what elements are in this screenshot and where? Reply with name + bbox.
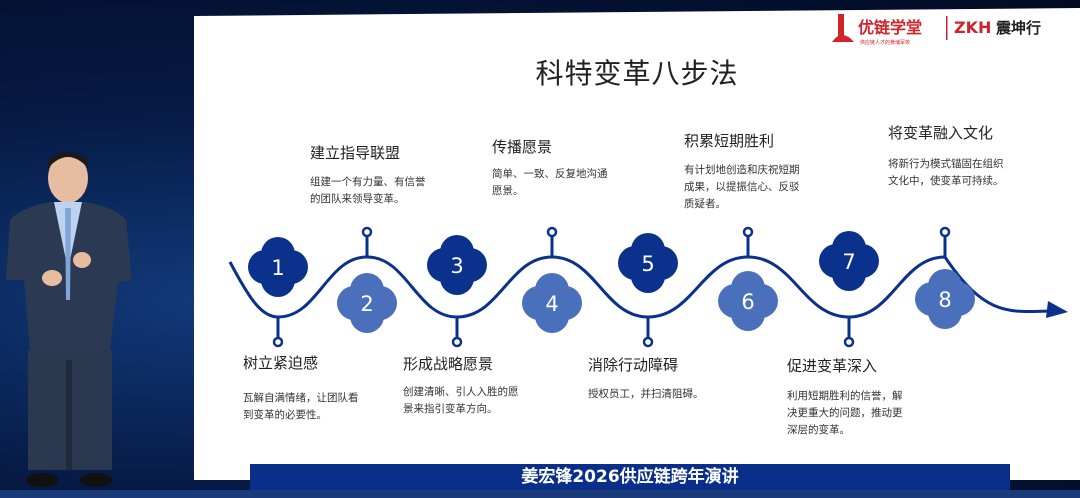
step-number: 4 [545, 292, 558, 316]
connector-pin-icon [272, 336, 284, 348]
step-title: 树立紧迫感 [243, 354, 319, 372]
step-description: 授权员工，并扫清阻碍。 [588, 388, 704, 400]
step-node-7: 7 [819, 231, 879, 291]
step-node-5: 5 [618, 233, 678, 293]
step-node-4: 4 [522, 273, 582, 333]
step-number: 1 [271, 256, 284, 280]
step-description: 有计划地创造和庆祝短期成果，以提振信心、反驳质疑者。 [684, 164, 800, 210]
speech-title-banner: 姜宏锋2026供应链跨年演讲 [250, 464, 1010, 490]
step-node-3: 3 [427, 235, 487, 295]
step-number: 8 [938, 288, 951, 312]
svg-text:震坤行: 震坤行 [996, 19, 1041, 37]
step-node-8: 8 [915, 269, 975, 329]
logo: 优链学堂 供应链人才的黄埔军校 ZKH 震坤行 [824, 8, 1080, 48]
connector-pin-icon [843, 336, 855, 348]
connector-pin-icon [451, 336, 463, 348]
step-description: 将新行为模式锚固在组织文化中，使变革可持续。 [888, 158, 1004, 187]
step-number: 3 [450, 254, 463, 278]
step-number: 2 [360, 292, 373, 316]
connector-pin-icon [742, 226, 754, 238]
svg-text:优链学堂: 优链学堂 [858, 18, 922, 37]
step-description: 瓦解自满情绪，让团队看到变革的必要性。 [243, 392, 359, 421]
svg-text:供应链人才的黄埔军校: 供应链人才的黄埔军校 [860, 39, 910, 46]
banner-background [0, 490, 1080, 498]
step-title: 形成战略愿景 [403, 355, 494, 373]
step-node-1: 1 [248, 237, 308, 297]
step-title: 积累短期胜利 [684, 132, 775, 150]
connector-pin-icon [546, 226, 558, 238]
step-title: 促进变革深入 [787, 357, 878, 375]
step-node-2: 2 [337, 273, 397, 333]
brand-logo-icon: 优链学堂 供应链人才的黄埔军校 ZKH 震坤行 [832, 14, 1041, 46]
step-title: 将变革融入文化 [888, 124, 994, 142]
step-title: 传播愿景 [492, 138, 553, 156]
arrow-head-icon [1046, 301, 1068, 318]
step-description: 组建一个有力量、有信誉的团队来领导变革。 [310, 176, 426, 205]
svg-text:ZKH: ZKH [954, 18, 991, 37]
connector-pin-icon [361, 226, 373, 238]
step-number: 6 [741, 290, 754, 314]
connector-pin-icon [939, 226, 951, 238]
step-description: 利用短期胜利的信誉，解决更重大的问题，推动更深层的变革。 [787, 390, 903, 436]
connector-pin-icon [642, 336, 654, 348]
step-title: 消除行动障碍 [588, 356, 679, 374]
step-number: 7 [842, 250, 855, 274]
speaker-figure [6, 152, 132, 487]
step-description: 简单、一致、反复地沟通愿景。 [492, 168, 608, 197]
step-description: 创建清晰、引人入胜的愿景来指引变革方向。 [403, 386, 519, 415]
step-number: 5 [641, 252, 654, 276]
slide-title: 科特变革八步法 [535, 57, 739, 90]
step-node-6: 6 [718, 271, 778, 331]
step-title: 建立指导联盟 [310, 144, 401, 162]
wave-line [228, 255, 1051, 319]
